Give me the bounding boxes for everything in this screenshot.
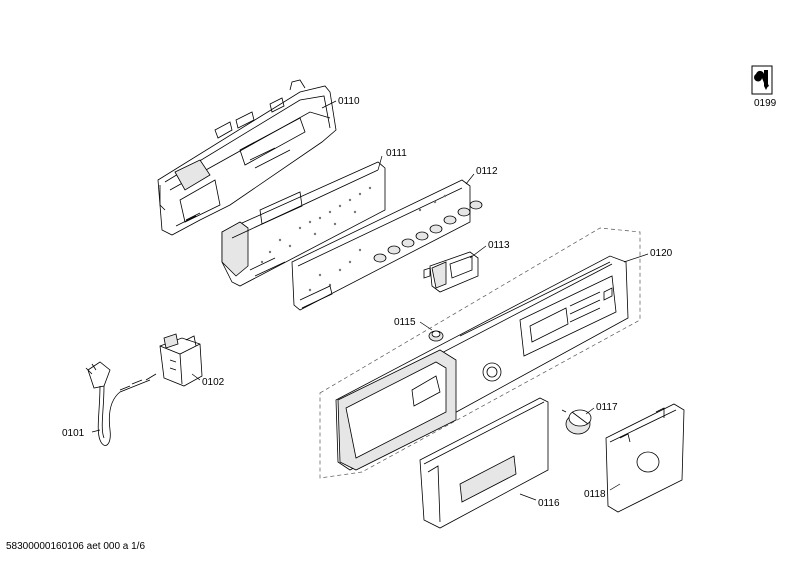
part-number-0115: 0115 <box>394 317 416 328</box>
drawing-reference: 58300000160106 aet 000 a 1/6 <box>6 541 146 552</box>
part-number-0120: 0120 <box>650 248 673 259</box>
part-0112-front-board <box>291 179 483 311</box>
part-0115-knob <box>428 330 444 342</box>
part-0113-display-module <box>423 251 479 293</box>
part-number-0102: 0102 <box>202 377 225 388</box>
part-0111-main-board <box>221 161 386 287</box>
part-0101-power-cord <box>85 361 157 446</box>
part-number-0112: 0112 <box>476 166 498 177</box>
part-0120-control-panel <box>319 227 641 479</box>
part-0116-drawer-handle <box>419 397 549 529</box>
part-number-0111: 0111 <box>386 148 407 159</box>
part-number-0199: 0199 <box>754 98 777 109</box>
part-0117-selector-knob <box>561 409 592 435</box>
part-number-0116: 0116 <box>538 498 560 509</box>
part-number-0110: 0110 <box>338 96 360 107</box>
part-number-0101: 0101 <box>62 428 85 439</box>
part-number-0113: 0113 <box>488 240 510 251</box>
part-number-0118: 0118 <box>584 489 606 500</box>
part-0102-filter <box>159 333 203 387</box>
part-0118-panel-cover <box>605 403 685 513</box>
part-0110-housing <box>157 79 337 236</box>
wrench-screwdriver-icon <box>751 65 773 95</box>
part-number-0117: 0117 <box>596 402 618 413</box>
